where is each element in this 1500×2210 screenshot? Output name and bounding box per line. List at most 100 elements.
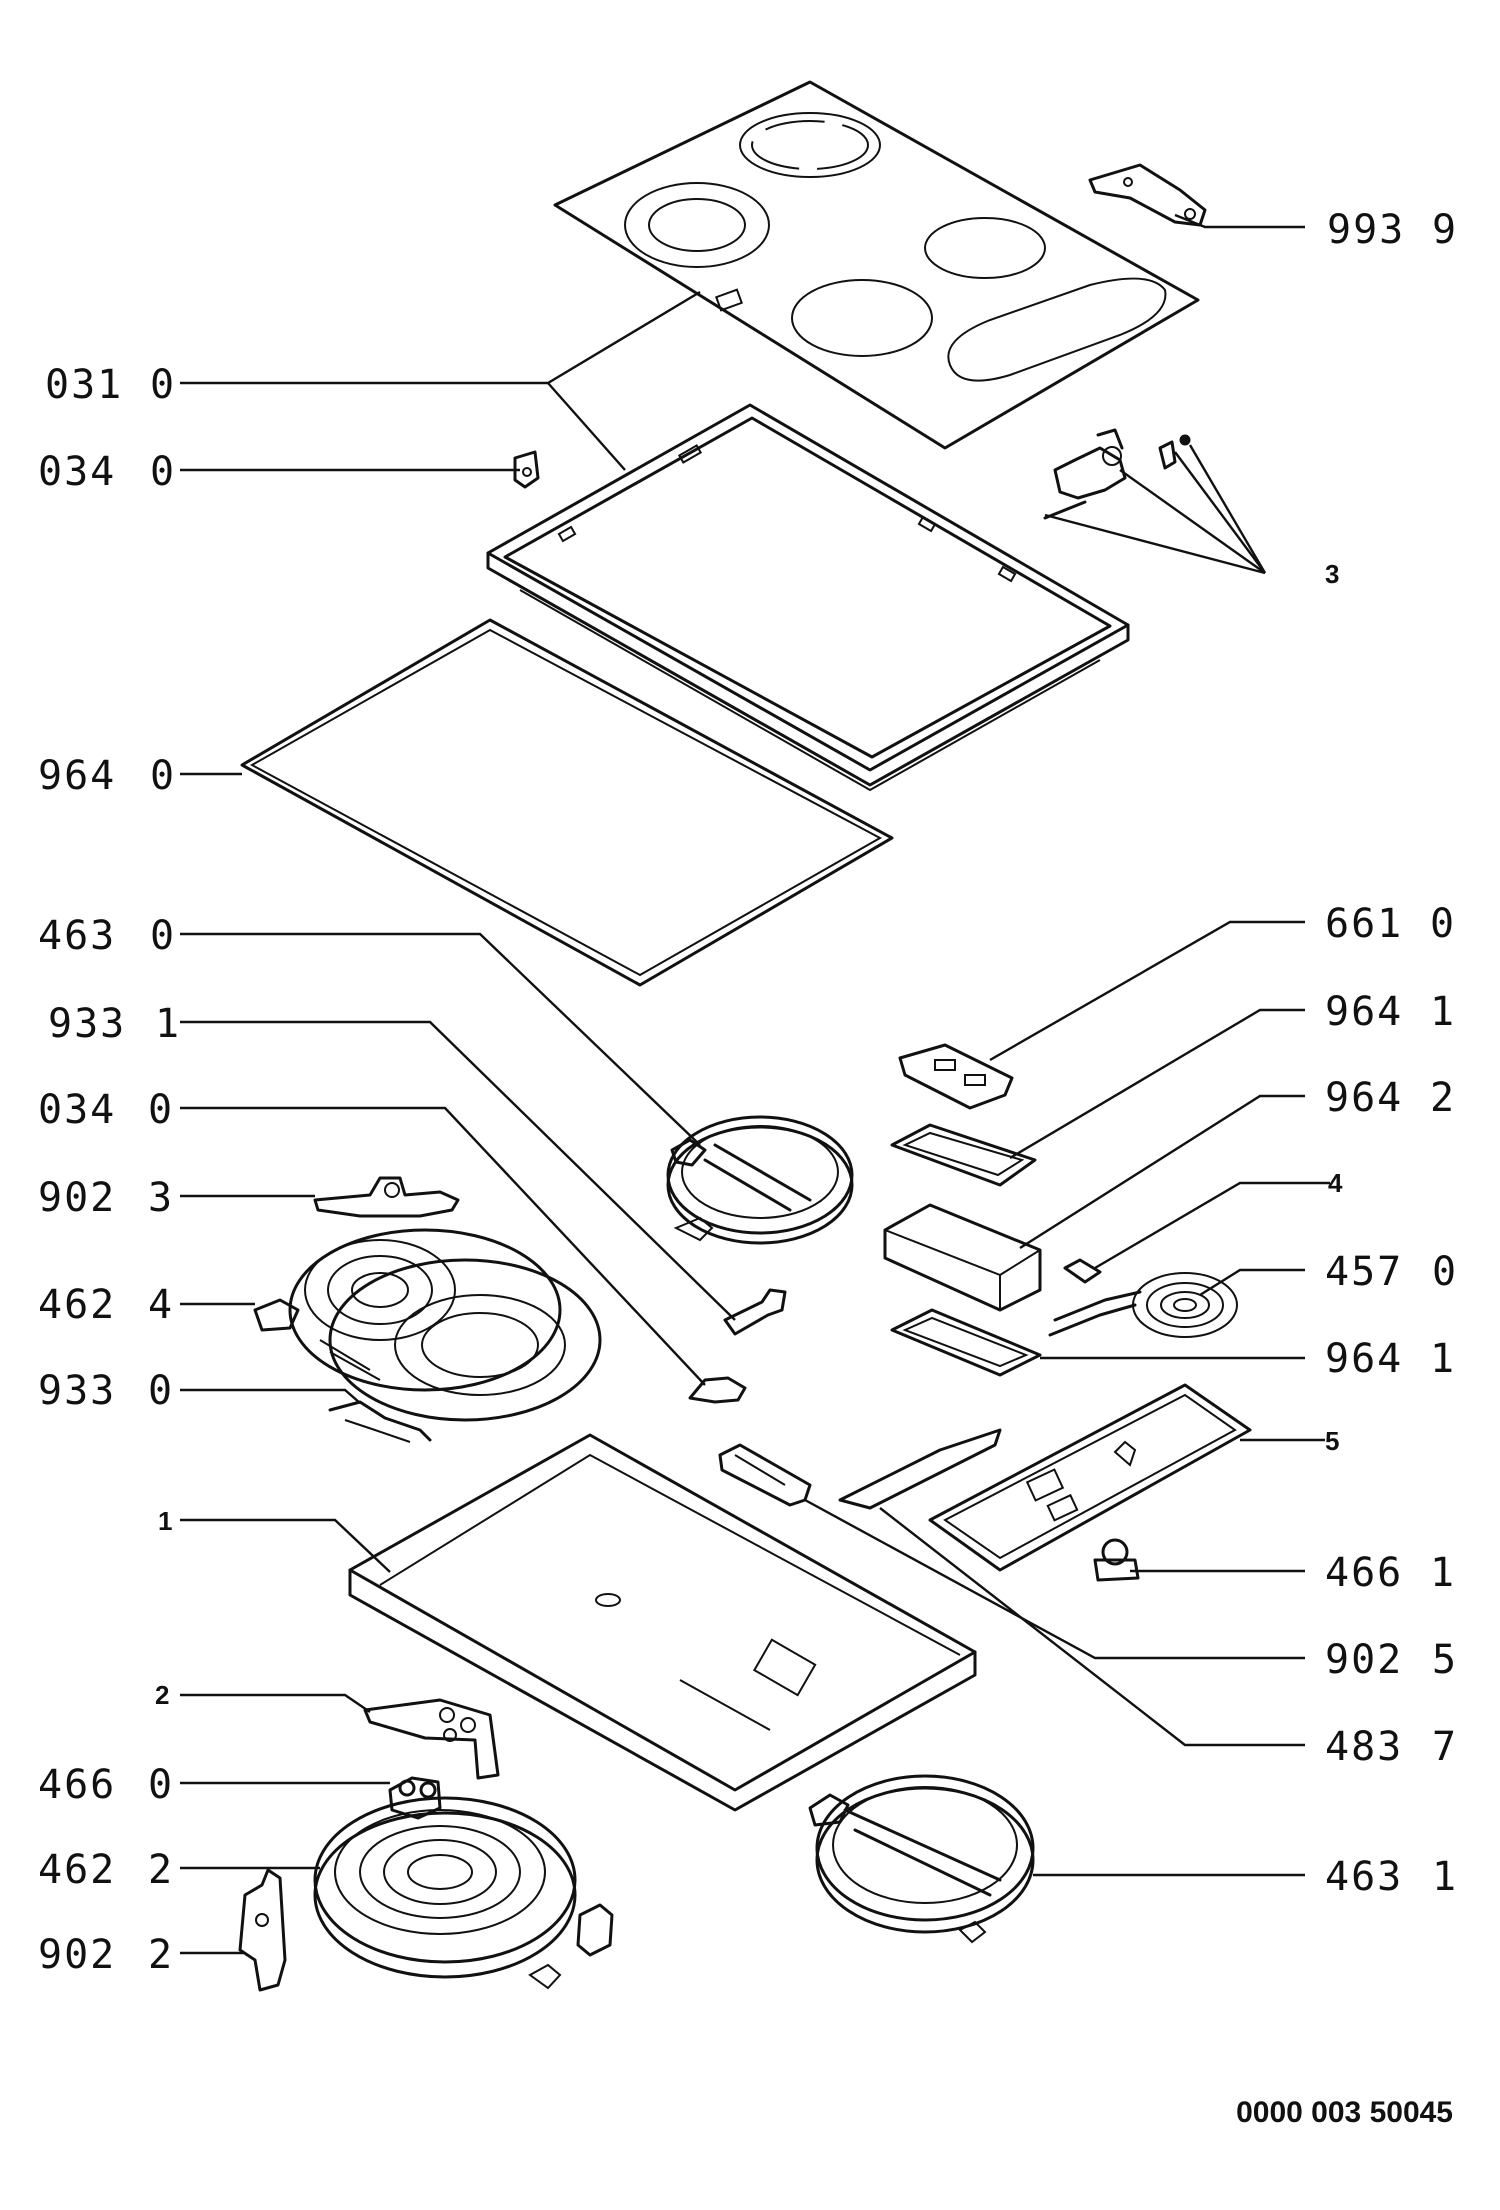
callout-code: 463	[38, 913, 116, 959]
gasket-part-964-1-bottom	[890, 1308, 1042, 1377]
plate-part-4	[1063, 1258, 1102, 1284]
callout-suffix: 0	[148, 1762, 174, 1808]
callout-suffix: 2	[155, 1680, 169, 1710]
callout-suffix: 0	[150, 449, 176, 495]
callout-suffix: 2	[1430, 1075, 1456, 1121]
callout-code: 463	[1325, 1854, 1403, 1900]
callout-suffix: 0	[1430, 901, 1456, 947]
callout-463-1: 463 1	[1325, 1854, 1458, 1900]
callout-964-1-b: 964 1	[1325, 1336, 1456, 1382]
callout-suffix: 2	[148, 1847, 174, 1893]
callout-suffix: 2	[148, 1932, 174, 1978]
gasket-part-964-1-top	[890, 1123, 1037, 1187]
callout-code: 964	[1325, 1075, 1403, 1121]
callout-462-4: 462 4	[38, 1282, 174, 1328]
callout-suffix: 5	[1325, 1426, 1339, 1456]
callout-code: 933	[38, 1368, 116, 1414]
fastener-set-part-3	[1043, 428, 1191, 520]
callout-code: 902	[1325, 1637, 1403, 1683]
drawing-number: 0000 003 50045	[1236, 2096, 1453, 2129]
callout-suffix: 0	[150, 362, 176, 408]
callout-ref-4: 4	[1328, 1168, 1343, 1198]
callout-code: 933	[48, 1001, 126, 1047]
callout-483-7: 483 7	[1325, 1724, 1458, 1770]
switch-part-466-1	[1093, 1538, 1140, 1582]
callout-suffix: 4	[148, 1282, 174, 1328]
callout-suffix: 0	[148, 1368, 174, 1414]
callout-466-0: 466 0	[38, 1762, 174, 1808]
callout-code: 964	[1325, 1336, 1403, 1382]
callout-code: 466	[38, 1762, 116, 1808]
leader-lines	[180, 213, 1330, 1955]
bracket-part-902-3	[313, 1176, 460, 1218]
coil-element-part-457-0	[1048, 1272, 1238, 1338]
callout-code: 964	[1325, 989, 1403, 1035]
callout-code: 902	[38, 1932, 116, 1978]
callout-code: 034	[38, 449, 116, 495]
callout-suffix: 1	[1432, 1854, 1458, 1900]
callout-964-2: 964 2	[1325, 1075, 1456, 1121]
callout-463-0: 463 0	[38, 913, 176, 959]
ceramic-glass-top	[553, 80, 1200, 450]
clip-part-034-0-mid	[688, 1376, 747, 1404]
callout-661-0: 661 0	[1325, 901, 1456, 947]
callout-ref-5: 5	[1325, 1426, 1339, 1456]
bracket-part-2	[363, 1698, 500, 1780]
housing-part-964-2	[883, 1203, 1042, 1312]
terminal-block-part-902-5	[718, 1443, 812, 1507]
control-unit-part-661-0	[898, 1043, 1014, 1110]
switch-part-466-0	[388, 1776, 442, 1820]
callout-code: 902	[38, 1175, 116, 1221]
callout-suffix: 0	[150, 913, 176, 959]
callout-suffix: 0	[150, 753, 176, 799]
callout-902-3: 902 3	[38, 1175, 174, 1221]
callout-code: 462	[38, 1847, 116, 1893]
callout-suffix: 7	[1432, 1724, 1458, 1770]
clip-part-933-1	[723, 1288, 787, 1336]
callout-034-0-b: 034 0	[38, 1087, 174, 1133]
callout-ref-3: 3	[1325, 559, 1339, 589]
bracket-part-993-9	[1088, 163, 1207, 227]
frame-part-031-0	[486, 403, 1130, 792]
callout-code: 462	[38, 1282, 116, 1328]
round-heater-part-462-2	[313, 1796, 614, 1990]
callout-suffix: 0	[1432, 1249, 1458, 1295]
callout-964-1-a: 964 1	[1325, 989, 1454, 1035]
callout-suffix: 0	[148, 1087, 174, 1133]
callout-902-5: 902 5	[1325, 1637, 1458, 1683]
control-frame-part-5	[838, 1383, 1252, 1572]
callout-code: 457	[1325, 1249, 1403, 1295]
callout-suffix: 1	[1430, 1336, 1456, 1382]
callout-466-1: 466 1	[1325, 1550, 1456, 1596]
base-tray-part-1	[348, 1433, 977, 1812]
heater-ring-part-463-1	[808, 1774, 1035, 1944]
callout-964-0: 964 0	[38, 753, 176, 799]
callout-933-1: 933 1	[48, 1001, 181, 1047]
callout-code: 661	[1325, 901, 1403, 947]
terminal-bracket-part-902-2	[238, 1868, 287, 1992]
callout-462-2: 462 2	[38, 1847, 174, 1893]
callout-suffix: 1	[155, 1001, 181, 1047]
seal-part-964-0	[240, 618, 894, 987]
callout-034-0-a: 034 0	[38, 449, 176, 495]
callout-code: 466	[1325, 1550, 1403, 1596]
callout-code: 034	[38, 1087, 116, 1133]
callout-031-0: 031 0	[45, 362, 176, 408]
callout-suffix: 3	[1325, 559, 1339, 589]
callout-suffix: 3	[148, 1175, 174, 1221]
callout-code: 031	[45, 362, 123, 408]
callout-code: 483	[1325, 1724, 1403, 1770]
callout-suffix: 1	[1430, 1550, 1456, 1596]
callout-902-2: 902 2	[38, 1932, 174, 1978]
heater-ring-part-463-0	[666, 1115, 854, 1245]
callout-suffix: 1	[158, 1506, 172, 1536]
clip-part-034-0-top	[513, 450, 540, 489]
wire-clip-part-933-0	[328, 1400, 432, 1443]
oval-heater-part-462-4	[253, 1228, 602, 1422]
callout-code: 993	[1327, 207, 1405, 253]
callout-ref-2: 2	[155, 1680, 169, 1710]
callout-993-9: 993 9	[1327, 207, 1456, 253]
callout-suffix: 4	[1328, 1168, 1343, 1198]
callout-suffix: 5	[1432, 1637, 1458, 1683]
callout-933-0: 933 0	[38, 1368, 174, 1414]
